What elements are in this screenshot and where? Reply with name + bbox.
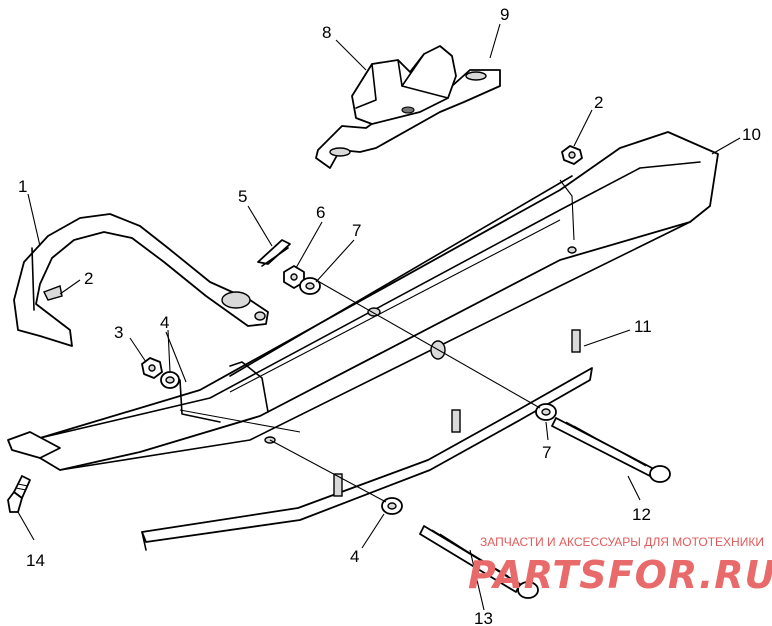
wear-bar-part-11 <box>141 329 593 551</box>
watermark-tagline: ЗАПЧАСТИ И АКСЕССУАРЫ ДЛЯ МОТОТЕХНИКИ <box>480 535 764 549</box>
callout-4-upper: 4 <box>160 313 169 332</box>
callout-11: 11 <box>634 317 652 336</box>
wear-bar-stud <box>333 329 581 497</box>
cotter-pin-part-5 <box>257 239 291 267</box>
washer-part-7-upper <box>299 277 321 295</box>
callout-2-left: 2 <box>84 269 93 288</box>
watermark: ЗАПЧАСТИ И АКСЕССУАРЫ ДЛЯ МОТОТЕХНИКИ PA… <box>468 535 772 597</box>
nut-part-2-upper <box>561 145 583 165</box>
callout-8: 8 <box>322 23 331 42</box>
callout-5: 5 <box>238 187 247 206</box>
callout-12: 12 <box>632 505 651 524</box>
callout-9: 9 <box>500 5 509 24</box>
watermark-logo: PARTSFOR.RU <box>468 553 772 597</box>
callout-1: 1 <box>18 177 27 196</box>
callout-2-right: 2 <box>594 93 603 112</box>
leader-lines <box>17 23 741 611</box>
callout-10: 10 <box>742 125 761 144</box>
callout-14: 14 <box>26 551 45 570</box>
bolt-part-14 <box>7 475 31 513</box>
callout-7-upper: 7 <box>352 221 361 240</box>
washer-part-4-lower <box>381 497 403 515</box>
washer-part-4-upper <box>160 371 180 389</box>
callout-13: 13 <box>474 609 493 626</box>
callout-3: 3 <box>114 323 123 342</box>
callout-4-lower: 4 <box>350 547 359 566</box>
ski-loop-part-1 <box>13 213 269 423</box>
callout-labels: 1 2 2 3 4 4 5 6 7 7 8 9 10 11 12 13 14 <box>18 5 761 626</box>
washer-part-7-lower <box>535 403 557 421</box>
callout-7-lower: 7 <box>542 443 551 462</box>
callout-6: 6 <box>316 203 325 222</box>
ski-body-part-10 <box>7 131 719 471</box>
ski-saddle-part-8 <box>315 45 501 169</box>
bolt-part-13 <box>419 525 539 599</box>
nut-part-3 <box>141 357 163 379</box>
bolt-part-12 <box>551 417 671 483</box>
